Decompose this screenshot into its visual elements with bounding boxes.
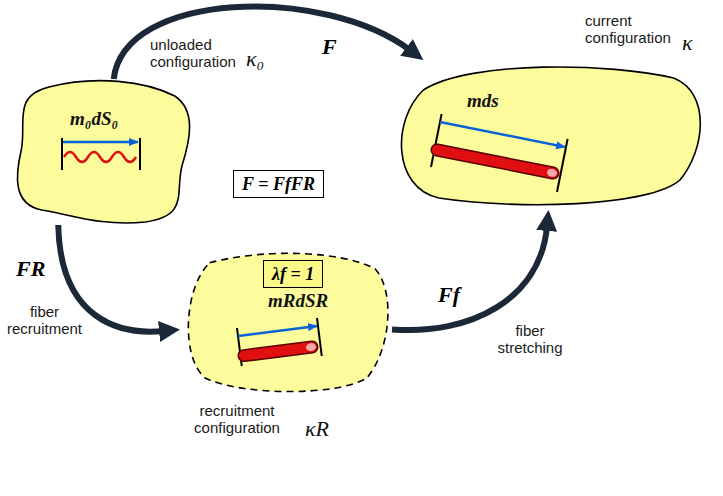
region-outline <box>12 75 197 225</box>
region-fill <box>401 67 700 205</box>
straight-fiber <box>437 150 553 173</box>
fiber-end <box>306 343 317 352</box>
equation-box: F = FfFR <box>233 170 324 198</box>
direction-vector <box>440 122 565 147</box>
mapping-arrow <box>114 6 411 79</box>
equation-text: F = FfFR <box>242 174 315 194</box>
region-fill <box>188 253 388 391</box>
process-label: fiber recruitment <box>2 303 87 337</box>
configuration-symbol: κ <box>682 30 693 56</box>
region-border <box>401 67 700 205</box>
configuration-name: unloaded configuration <box>150 36 250 70</box>
fiber-element: mds <box>467 90 499 112</box>
configuration-region: recruitment configurationκRmRdSRλf = 1 <box>180 248 392 396</box>
fiber-element: mRdSR <box>268 290 328 312</box>
fiber-element: m₀dS₀ <box>70 108 118 130</box>
region-outline <box>392 60 705 210</box>
configuration-symbol: κR <box>305 416 329 442</box>
equation-text: λf = 1 <box>272 264 314 284</box>
mapping-symbol: FR <box>16 256 45 282</box>
direction-vector <box>238 326 317 336</box>
mapping-symbol: F <box>322 34 337 60</box>
wavy-fiber <box>64 152 136 162</box>
configuration-name: current configuration <box>585 12 680 46</box>
fiber-outline <box>437 150 553 173</box>
region-fill <box>17 81 189 223</box>
condition-box: λf = 1 <box>263 260 323 288</box>
end-tick <box>317 318 322 356</box>
mapping-arrow <box>58 225 164 332</box>
mapping-arrow <box>392 226 547 330</box>
straight-fiber <box>244 347 312 356</box>
region-border <box>188 253 388 391</box>
end-tick <box>139 138 141 170</box>
mapping-symbol: Ff <box>438 282 460 308</box>
configuration-region: unloaded configurationκ₀m₀dS₀ <box>12 75 197 225</box>
fiber-outline <box>244 347 312 356</box>
configuration-name: recruitment configuration <box>172 402 302 436</box>
configuration-symbol: κ₀ <box>246 46 264 72</box>
process-label: fiber stretching <box>490 322 570 356</box>
region-border <box>17 81 189 223</box>
configuration-region: current configurationκmds <box>392 60 705 210</box>
end-tick <box>61 138 63 170</box>
fiber-end <box>546 168 557 178</box>
direction-vector <box>63 141 138 144</box>
